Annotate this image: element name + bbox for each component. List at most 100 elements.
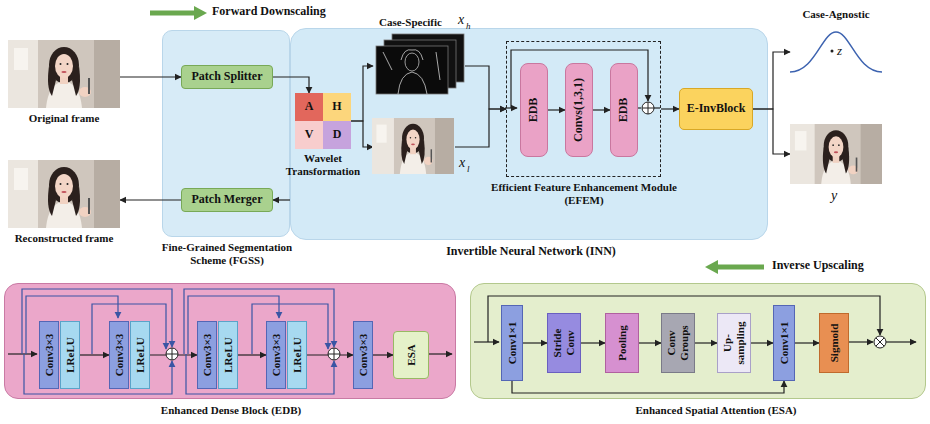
box-label: LReLU (64, 324, 77, 386)
process-box: Conv1×1 (773, 305, 795, 381)
box-label: H (332, 100, 341, 114)
box-label: EDB (617, 66, 631, 154)
box-label: LReLU (134, 324, 147, 386)
process-box: EDB (520, 63, 548, 157)
figure-title: Invertible Neural Network (INN) (401, 245, 661, 259)
box-label: V (305, 128, 314, 142)
process-box: EDB (610, 63, 638, 157)
process-box: Convs(1,3,1) (565, 63, 593, 157)
high-frequency-stack (376, 34, 464, 94)
process-box: Conv3×3 (109, 321, 129, 389)
connector-arrow (661, 108, 679, 109)
connector-arrow (120, 199, 181, 200)
symbol-label: h (466, 21, 471, 31)
direction-label: Forward Downscaling (212, 5, 326, 19)
box-label: Conv3×3 (113, 324, 126, 386)
connector-arrow (795, 342, 819, 343)
box-label: Stride Conv (551, 316, 576, 370)
box-label: EDB (527, 66, 541, 154)
figure-title: Fine-Grained Segmentation Scheme (FGSS) (161, 241, 293, 266)
subband-cell: A (295, 93, 323, 121)
figure-title: Wavelet Transformation (278, 152, 368, 177)
process-box: LReLU (130, 321, 150, 389)
process-box: Sigmoid (819, 313, 849, 373)
process-box: Conv1×1 (501, 305, 523, 381)
reconstructed-photo (8, 160, 120, 228)
subband-cell: H (323, 93, 351, 121)
symbol-label: l (467, 164, 470, 174)
figure-title: Enhanced Dense Block (EDB) (106, 404, 356, 417)
box-label: ESA (405, 334, 418, 376)
direction-label: Inverse Upscaling (772, 259, 864, 273)
original-photo (8, 40, 120, 108)
box-label: E-InvBlock (687, 102, 746, 116)
symbol-label: x (458, 12, 464, 28)
box-label: Patch Splitter (192, 70, 263, 84)
subband-cell: V (295, 121, 323, 149)
figure-title: Original frame (0, 112, 128, 125)
process-box: Patch Splitter (181, 65, 273, 89)
process-box: Conv Groups (661, 313, 695, 373)
process-box: E-InvBlock (679, 88, 753, 130)
box-label: A (305, 100, 314, 114)
figure-title: Efficient Feature Enhancement Module (EF… (489, 181, 679, 206)
module-panel: Enhanced Spatial Attention (ESA)Conv1×1S… (470, 283, 926, 399)
process-box: Conv3×3 (197, 321, 217, 389)
figure-title: Case-Specific (379, 16, 442, 29)
connector-arrow (548, 109, 565, 110)
box-label: Conv3×3 (270, 324, 283, 386)
box-label: Conv Groups (665, 316, 690, 370)
dashed-module: Efficient Feature Enhancement Module (EF… (506, 41, 661, 177)
connector-arrow (593, 109, 610, 110)
figure-title: Enhanced Spatial Attention (ESA) (586, 404, 846, 417)
inverse-arrow (705, 260, 764, 274)
module-panel: Enhanced Dense Block (EDB)Conv3×3LReLUCo… (4, 283, 456, 399)
sum-symbol (642, 102, 654, 114)
process-box: Up- sampling (717, 313, 751, 373)
process-box: LReLU (60, 321, 80, 389)
box-label: LReLU (291, 324, 304, 386)
box-label: Conv1×1 (506, 308, 519, 378)
box-label: D (333, 128, 342, 142)
box-label: Sigmoid (828, 316, 841, 370)
connector-arrow (523, 342, 547, 343)
connector-arrow (695, 342, 717, 343)
process-box: Patch Merger (181, 188, 273, 212)
box-label: Patch Merger (192, 193, 263, 207)
box-label: LReLU (222, 324, 235, 386)
process-box: Conv3×3 (353, 321, 373, 389)
connector-arrow (80, 354, 109, 355)
gaussian-curve (790, 32, 882, 72)
box-label: Pooling (616, 316, 629, 370)
process-box: Stride Conv (547, 313, 581, 373)
symbol-label: z (837, 44, 842, 59)
process-box: Conv3×3 (266, 321, 286, 389)
product-symbol (874, 336, 886, 348)
low-frequency-photo (372, 118, 454, 174)
forward-arrow (150, 6, 207, 20)
process-box: ESA (393, 331, 429, 379)
module-panel: Invertible Neural Network (INN)Wavelet T… (290, 28, 768, 240)
connector-arrow (581, 342, 605, 343)
box-label: Conv1×1 (778, 308, 791, 378)
process-box: Pooling (605, 313, 639, 373)
wavelet-grid: Wavelet TransformationAHVD (295, 93, 351, 149)
connector-arrow (639, 342, 661, 343)
connector-arrow (751, 342, 773, 343)
connector-arrow (120, 76, 181, 77)
connector-arrow (238, 354, 266, 355)
connector-arrow (273, 199, 290, 200)
connector-arrow (373, 354, 393, 355)
figure-title: x (459, 155, 465, 171)
module-panel: Fine-Grained Segmentation Scheme (FGSS)P… (162, 30, 290, 237)
subband-cell: D (323, 121, 351, 149)
figure-title: y (831, 188, 837, 204)
box-label: Conv3×3 (43, 324, 56, 386)
output-photo (790, 124, 882, 184)
figure-title: Case-Agnostic (786, 8, 886, 21)
box-label: Convs(1,3,1) (572, 66, 586, 154)
process-box: Conv3×3 (39, 321, 59, 389)
process-box: LReLU (218, 321, 238, 389)
